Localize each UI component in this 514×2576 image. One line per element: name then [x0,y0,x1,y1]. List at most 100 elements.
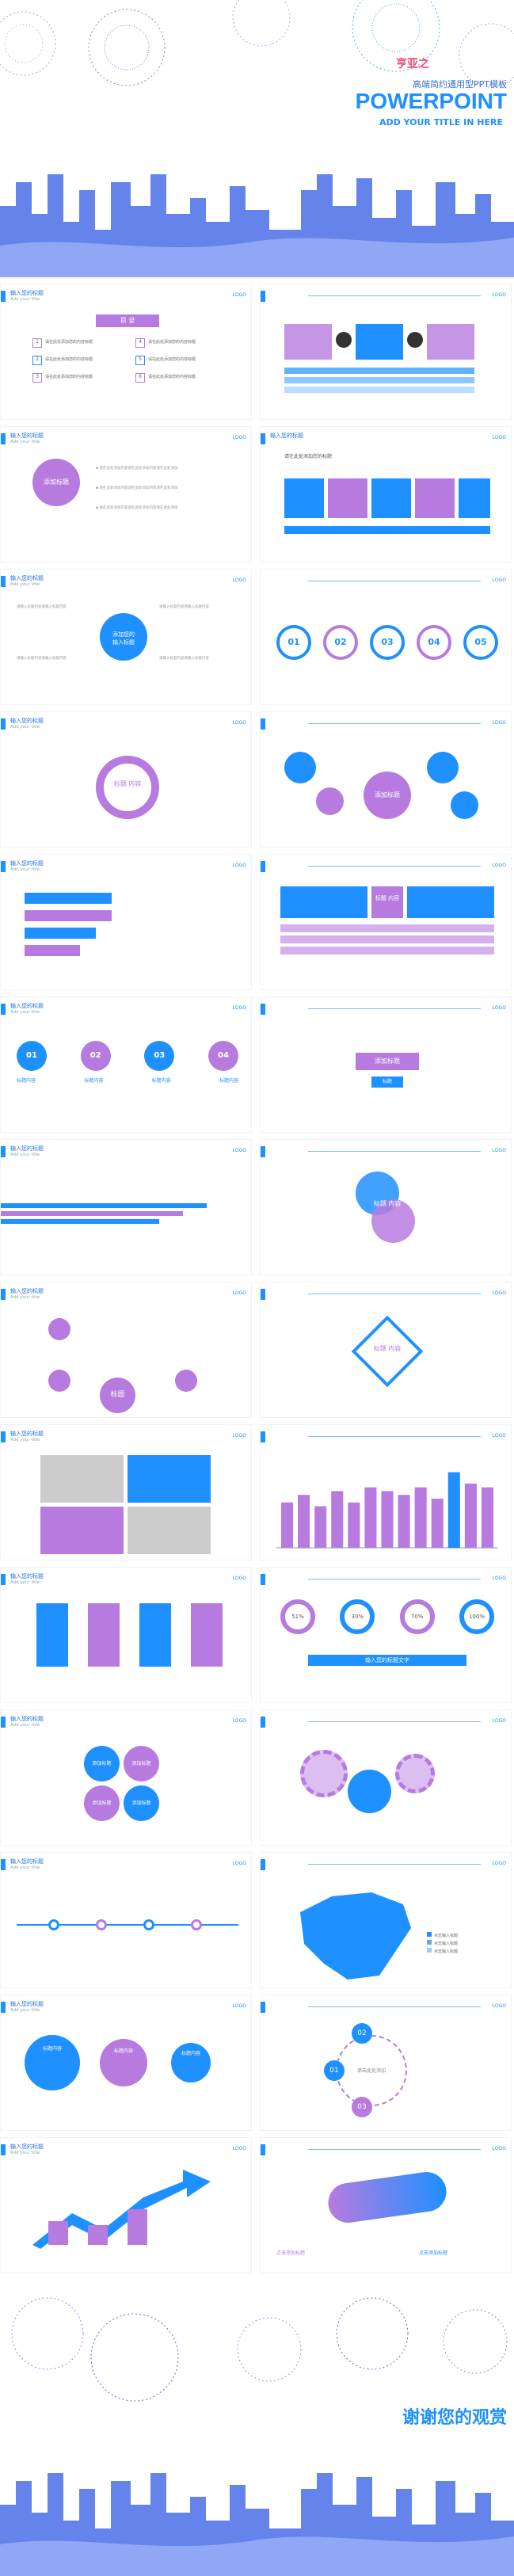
venn-circle [371,1199,415,1243]
bar [331,1491,344,1548]
bar [298,1495,310,1548]
number-circle: 04 [417,625,451,660]
cluster-circle: 添加标题 [84,1785,120,1821]
track [1,1203,207,1208]
slide-header: LOGO [261,858,511,875]
cover-title: POWERPOINT [355,89,507,113]
slide-header: LOGO [261,1286,511,1303]
slide-venn: LOGO 标题 内容 [260,1139,512,1275]
slide-table: LOGO 标题 内容 [260,854,512,990]
table-block [280,886,367,918]
timeline-dot [96,1919,107,1930]
growth-arrow [32,2170,211,2249]
slide-header: LOGO [261,1713,511,1731]
slide-header: LOGO [261,1000,511,1018]
cluster-circle: 添加标题 [84,1746,120,1781]
steps-title: 请在此处添加您的标题 [284,454,333,459]
thanks-title: 谢谢您的观赏 [402,2408,507,2428]
bar [431,1498,444,1548]
slide-gears: LOGO [260,1709,512,1846]
toc-title: 目 录 [96,314,159,327]
track [1,1219,159,1224]
percent-ring: 70% [399,1599,435,1634]
number-circle: 01 [276,625,311,660]
banner [36,1603,68,1667]
slide-percents: LOGO 51% 30% 70% 100% 输入您的标题文字 [260,1567,512,1703]
bar [464,1483,477,1548]
bar [348,1502,360,1548]
step-card [284,478,324,518]
slide-header: LOGO [261,715,511,733]
slide-bubbles: LOGO 添加标题 [260,711,512,848]
bubble [451,791,478,819]
big-circle: 标题内容 [171,2043,211,2083]
bar [281,1502,294,1548]
table-row [280,947,494,955]
legend-item: 点击输入标题 [427,1940,458,1948]
content-block [427,324,474,360]
gear [395,1754,435,1793]
legend-item: 点击输入标题 [427,1948,458,1956]
bowtie-tag: 标题 [371,1077,403,1088]
bar-chart [276,1472,498,1549]
banner [191,1603,223,1667]
grid-cell [128,1455,211,1503]
process-step: 01 [17,1041,47,1071]
slide-header: LOGO [261,1999,511,2016]
content-bar [284,377,474,383]
compare-shape [326,2169,449,2226]
slide-header: LOGO [261,1571,511,1588]
step-card [415,478,455,518]
city-skyline [0,2473,514,2576]
slide-header: LOGO [261,573,511,590]
bar [447,1472,460,1548]
slide-diamond: LOGO 标题 内容 [260,1282,512,1418]
percent-caption: 输入您的标题文字 [308,1655,466,1666]
slide-numbered-circles: LOGO 01 02 03 04 05 [260,569,512,705]
end-slide: 谢谢您的观赏 [0,2286,514,2576]
orbit-center: 单击此处添加 [356,2068,386,2074]
timeline-line [17,1924,238,1926]
diamond-center: 标题 内容 [373,1345,402,1352]
slide-map: LOGO 点击输入标题 点击输入标题 点击输入标题 [260,1852,512,1988]
hex-text: 请输入标题内容请输入标题内容 [17,605,67,609]
orbit-node: 01 [324,2060,345,2081]
bubble [427,752,459,783]
cover-tagline: ADD YOUR TITLE IN HERE [379,117,503,128]
percent-ring: 51% [280,1599,315,1634]
bar [398,1495,410,1548]
process-step: 04 [208,1041,238,1071]
banner [139,1603,171,1667]
slide-bowtie: LOGO 添加标题 标题 [260,996,512,1133]
firework-decoration [11,2297,508,2402]
process-step: 03 [144,1041,175,1071]
track [1,1211,183,1216]
venn-center: 标题 内容 [373,1200,402,1207]
cover-slide: 亨亚之 高端简约通用型PPT模板 POWERPOINT ADD YOUR TIT… [0,0,514,277]
city-skyline [0,174,514,277]
percent-ring: 30% [340,1599,375,1634]
